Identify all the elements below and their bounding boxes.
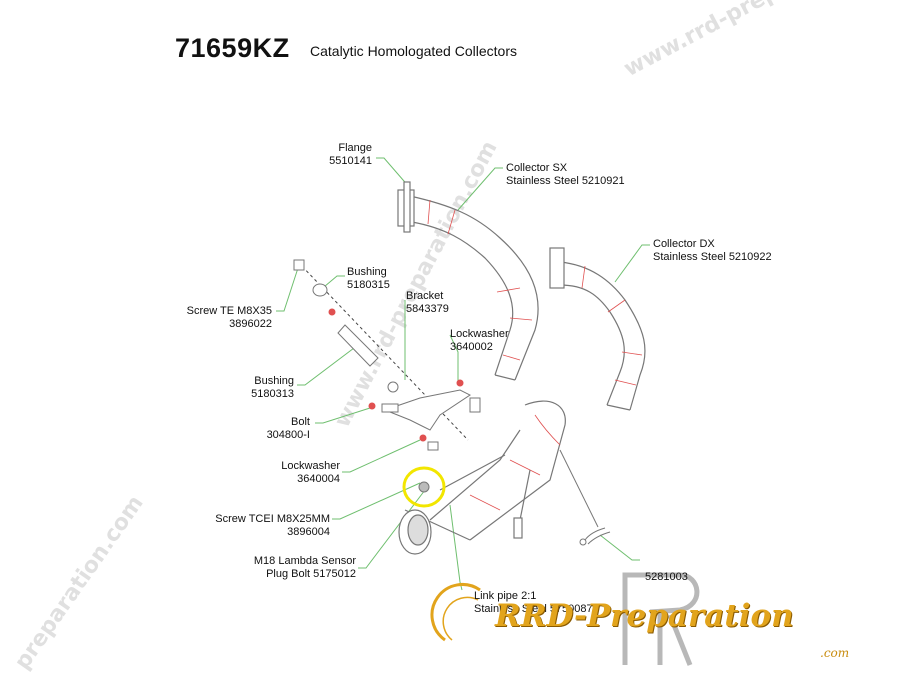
- label-spring-code: 5281003: [645, 571, 688, 583]
- label-lockwasher-mid-name: Lockwasher: [281, 460, 340, 472]
- leader-lockwasher-top: [449, 334, 459, 385]
- collector-dx-pipe: [549, 247, 646, 411]
- label-screw-tcei: Screw TCEI M8X25MM 3896004: [200, 513, 330, 539]
- leader-bushing-mid: [297, 344, 359, 386]
- label-bushing-top-code: 5180315: [347, 279, 390, 291]
- label-bushing-top-name: Bushing: [347, 266, 387, 278]
- label-bushing-top: Bushing 5180315: [347, 266, 390, 292]
- label-bolt: Bolt 304800-I: [240, 416, 310, 442]
- label-screw-te-code: 3896022: [229, 318, 272, 330]
- page-subtitle: Catalytic Homologated Collectors: [310, 43, 517, 59]
- label-bracket-name: Bracket: [406, 290, 444, 302]
- label-lockwasher-mid-code: 3640004: [297, 473, 340, 485]
- leader-screw-te: [276, 267, 299, 312]
- leader-spring: [599, 534, 640, 561]
- label-lockwasher-top: Lockwasher 3640002: [450, 328, 509, 354]
- spring: [559, 449, 611, 546]
- label-flange-name: Flange: [338, 142, 372, 154]
- brand-logo-suffix: .com: [820, 646, 850, 660]
- leader-collector-sx: [457, 167, 503, 211]
- label-link-pipe-code: Stainless Steel 5750087: [474, 603, 593, 615]
- label-lockwasher-top-name: Lockwasher: [450, 328, 509, 340]
- label-flange: Flange 5510141: [310, 142, 372, 168]
- brand-gauge: [430, 582, 481, 642]
- leader-collector-dx: [614, 244, 650, 283]
- link-pipe: [398, 400, 566, 555]
- page-title: 71659KZ: [175, 33, 290, 63]
- leader-link-pipe: [449, 504, 463, 591]
- brand-logo-text: RRD-Preparation: [495, 598, 794, 634]
- leader-bolt: [315, 407, 371, 424]
- label-screw-tcei-name: Screw TCEI M8X25MM: [215, 513, 330, 525]
- label-spring: 5281003: [645, 571, 688, 584]
- label-bolt-name: Bolt: [291, 416, 310, 428]
- label-collector-sx-name: Collector SX: [506, 162, 568, 174]
- label-bracket-code: 5843379: [406, 303, 449, 315]
- label-collector-dx-name: Collector DX: [653, 238, 715, 250]
- leader-flange: [376, 157, 411, 189]
- label-link-pipe-name: Link pipe 2:1: [474, 590, 537, 602]
- label-screw-te-name: Screw TE M8X35: [186, 305, 272, 317]
- label-bracket: Bracket 5843379: [406, 290, 449, 316]
- label-collector-sx-code: Stainless Steel 5210921: [506, 175, 625, 187]
- label-lockwasher-top-code: 3640002: [450, 341, 493, 353]
- label-bushing-mid-code: 5180313: [251, 388, 294, 400]
- label-lambda-plug-code: Plug Bolt 5175012: [266, 568, 356, 580]
- label-collector-sx: Collector SX Stainless Steel 5210921: [506, 162, 625, 188]
- leader-screw-tcei: [332, 482, 421, 520]
- bracket-assembly: [293, 259, 481, 493]
- label-lockwasher-mid: Lockwasher 3640004: [250, 460, 340, 486]
- label-flange-code: 5510141: [329, 155, 372, 167]
- collector-sx-pipe: [397, 181, 539, 381]
- label-lambda-plug-name: M18 Lambda Sensor: [253, 555, 356, 567]
- label-bushing-mid: Bushing 5180313: [220, 375, 294, 401]
- leader-lockwasher-mid: [342, 439, 421, 473]
- label-collector-dx: Collector DX Stainless Steel 5210922: [653, 238, 772, 264]
- label-link-pipe: Link pipe 2:1 Stainless Steel 5750087: [474, 590, 593, 616]
- label-bushing-mid-name: Bushing: [254, 375, 294, 387]
- leader-lines: [276, 157, 650, 591]
- brand-emblem: [622, 572, 700, 666]
- label-bolt-code: 304800-I: [266, 429, 310, 441]
- highlight-ring: [402, 466, 446, 508]
- label-screw-te: Screw TE M8X35 3896022: [172, 305, 272, 331]
- label-collector-dx-code: Stainless Steel 5210922: [653, 251, 772, 263]
- label-lambda-plug: M18 Lambda Sensor Plug Bolt 5175012: [230, 555, 356, 581]
- label-screw-tcei-code: 3896004: [287, 526, 330, 538]
